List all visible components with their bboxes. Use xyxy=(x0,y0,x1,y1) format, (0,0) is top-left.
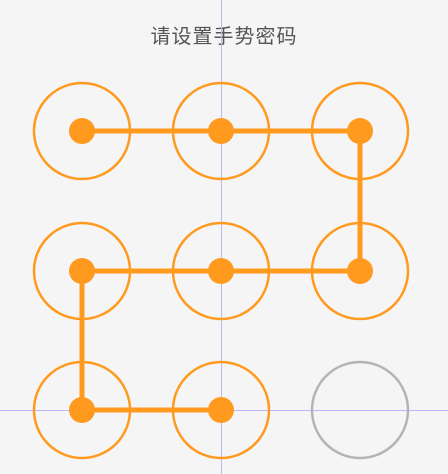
pattern-node-dot xyxy=(347,118,373,144)
pattern-node-ring xyxy=(171,360,271,460)
pattern-node-8[interactable] xyxy=(171,360,271,460)
pattern-node-9[interactable] xyxy=(310,360,410,460)
pattern-node-dot xyxy=(69,397,95,423)
page-title: 请设置手势密码 xyxy=(150,24,298,48)
pattern-node-dot xyxy=(208,397,234,423)
pattern-node-ring xyxy=(310,81,410,181)
pattern-node-4[interactable] xyxy=(32,221,132,321)
pattern-node-2[interactable] xyxy=(171,81,271,181)
pattern-node-1[interactable] xyxy=(32,81,132,181)
pattern-node-dot xyxy=(208,258,234,284)
pattern-node-ring xyxy=(310,221,410,321)
vertical-guide-line xyxy=(221,0,222,474)
pattern-node-ring xyxy=(32,221,132,321)
pattern-node-3[interactable] xyxy=(310,81,410,181)
pattern-node-dot xyxy=(208,118,234,144)
pattern-node-dot xyxy=(347,258,373,284)
pattern-node-ring xyxy=(171,81,271,181)
pattern-node-6[interactable] xyxy=(310,221,410,321)
pattern-node-ring xyxy=(32,360,132,460)
pattern-node-7[interactable] xyxy=(32,360,132,460)
pattern-node-dot xyxy=(69,258,95,284)
pattern-lines xyxy=(79,128,363,413)
pattern-node-ring xyxy=(32,81,132,181)
pattern-node-5[interactable] xyxy=(171,221,271,321)
pattern-node-ring xyxy=(310,360,410,460)
pattern-nodes xyxy=(32,81,410,460)
pattern-node-dot xyxy=(69,118,95,144)
pattern-node-ring xyxy=(171,221,271,321)
